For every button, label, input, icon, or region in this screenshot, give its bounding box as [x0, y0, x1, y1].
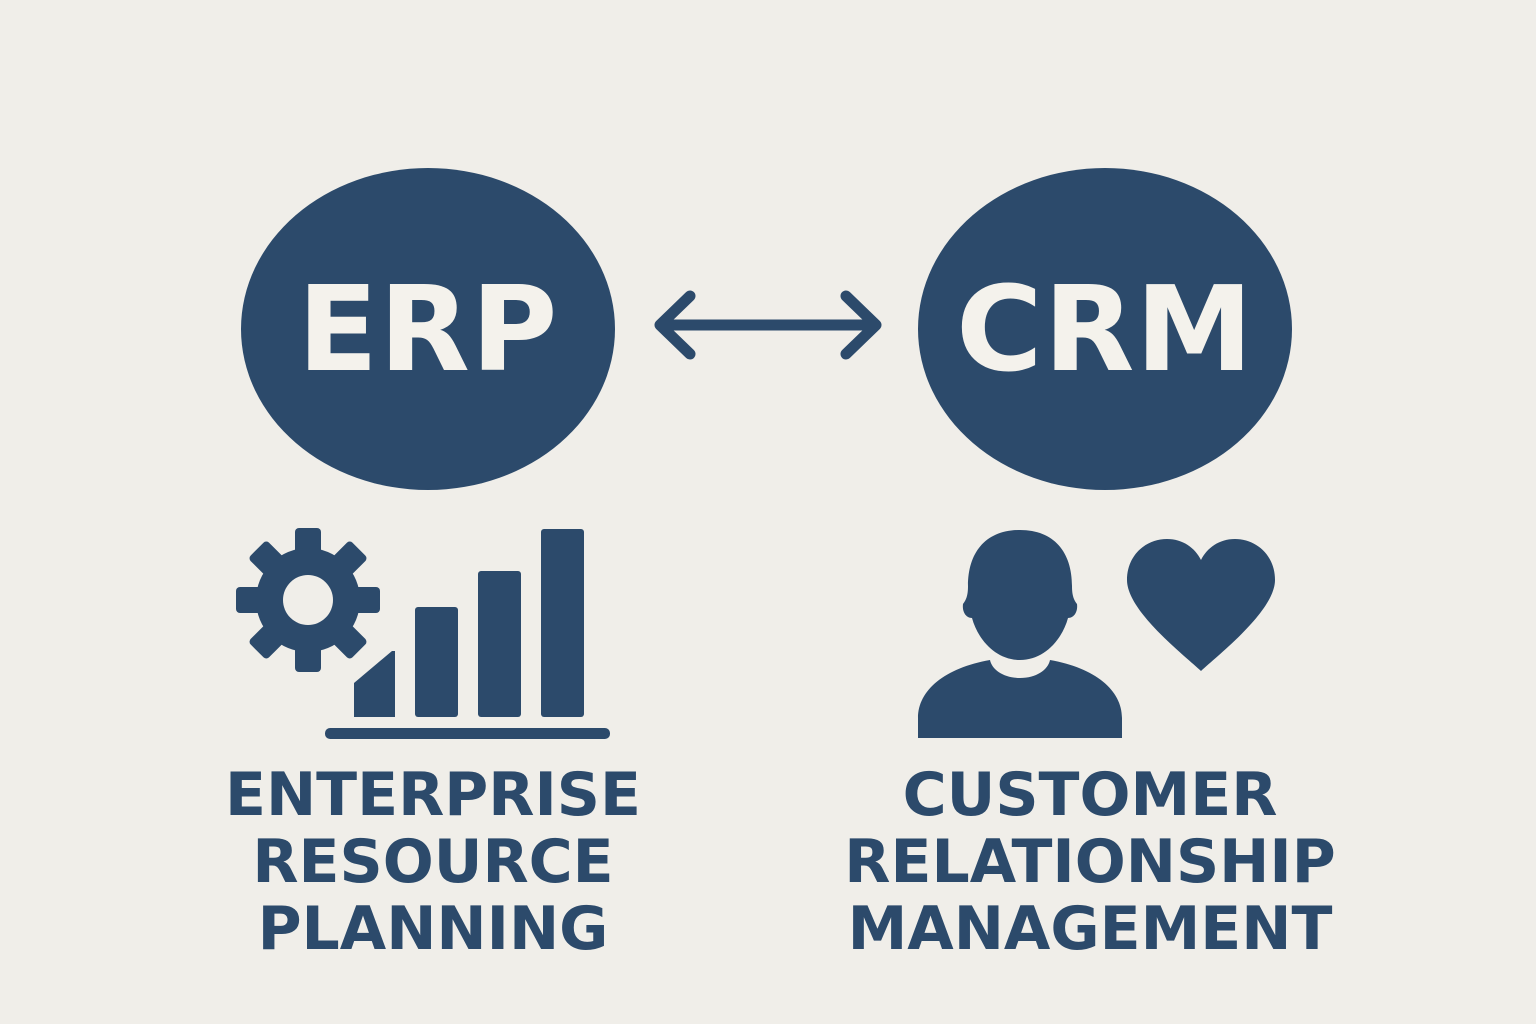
erp-line-2: RESOURCE	[252, 827, 614, 897]
crm-line-1: CUSTOMER	[902, 760, 1278, 830]
crm-full-name: CUSTOMER RELATIONSHIP MANAGEMENT	[830, 762, 1350, 963]
crm-line-3: MANAGEMENT	[847, 894, 1333, 964]
erp-abbreviation: ERP	[297, 260, 559, 398]
crm-abbreviation: CRM	[956, 260, 1254, 398]
bar-chart-bar-1	[354, 651, 395, 717]
crm-circle: CRM	[918, 168, 1292, 490]
heart-icon	[1127, 539, 1275, 671]
bar-chart-bar-4	[541, 529, 584, 717]
bar-chart-baseline	[325, 728, 610, 739]
gear-icon	[236, 528, 380, 672]
crm-line-2: RELATIONSHIP	[844, 827, 1336, 897]
erp-line-3: PLANNING	[257, 894, 609, 964]
bar-chart-bar-2	[415, 607, 458, 717]
erp-circle: ERP	[241, 168, 615, 490]
erp-line-1: ENTERPRISE	[224, 760, 641, 830]
erp-full-name: ENTERPRISE RESOURCE PLANNING	[173, 762, 693, 963]
bar-chart-bar-3	[478, 571, 521, 717]
person-icon	[918, 530, 1122, 738]
bar-chart-icon	[325, 529, 610, 739]
double-arrow-icon	[654, 290, 882, 360]
